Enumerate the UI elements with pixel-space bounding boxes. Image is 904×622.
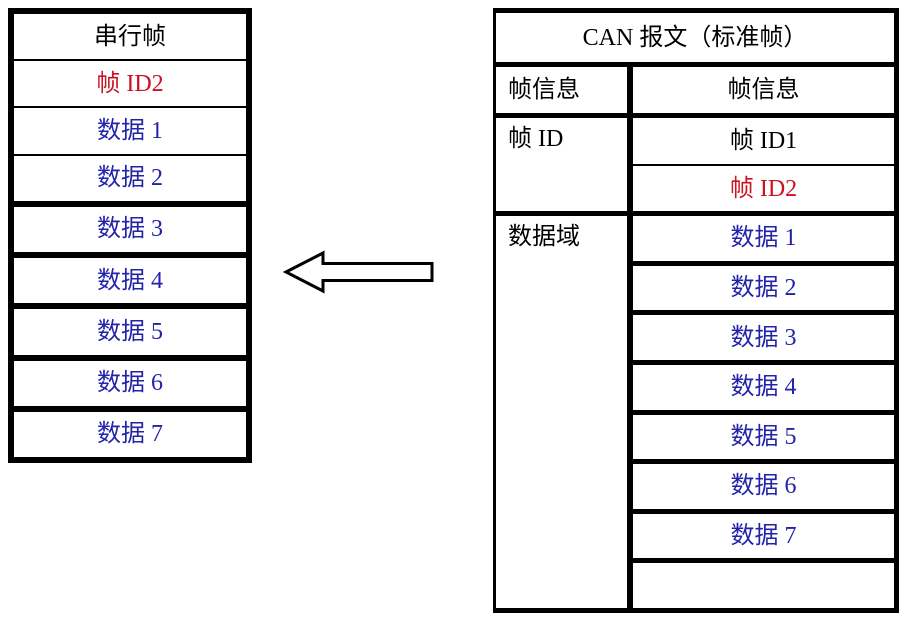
can-data5-value: 数据 5 [730,423,797,450]
can-data5-cell: 数据 5 [633,409,894,460]
left-arrow-icon [282,250,435,294]
can-table-title-row: CAN 报文（标准帧） [496,13,894,67]
can-data1-cell: 数据 1 [633,216,894,261]
can-data2-value: 数据 2 [730,274,797,301]
data-field-label: 数据域 [508,224,580,250]
frame-id-section: 帧 ID 帧 ID1 帧 ID2 [496,118,894,216]
frame-info-label: 帧信息 [508,77,580,103]
table-row: 数据 3 [14,200,246,252]
serial-data5-cell: 数据 5 [97,318,163,345]
table-row: 数据 4 [14,252,246,303]
frame-id2-cell: 帧 ID2 [633,164,894,211]
frame-info-value-cell: 帧信息 [633,67,894,113]
can-data4-cell: 数据 4 [633,359,894,410]
serial-frame-table: 串行帧 帧 ID2 数据 1 数据 2 数据 3 数据 4 数据 5 数据 6 … [8,8,252,463]
can-empty-cell [633,558,894,608]
frame-id-label: 帧 ID [508,126,564,152]
table-row: 数据 6 [14,354,246,406]
can-data1-value: 数据 1 [730,225,797,252]
can-data3-value: 数据 3 [730,324,797,351]
can-data7-cell: 数据 7 [633,508,894,559]
serial-frame-id2-cell: 帧 ID2 [96,70,164,97]
frame-info-row: 帧信息 帧信息 [496,67,894,118]
frame-id1-value: 帧 ID1 [729,128,798,154]
serial-data7-cell: 数据 7 [97,421,163,448]
can-data3-cell: 数据 3 [633,310,894,360]
table-row: 帧 ID2 [14,59,246,106]
serial-data1-cell: 数据 1 [97,118,163,145]
can-data2-cell: 数据 2 [633,260,894,311]
serial-data6-cell: 数据 6 [97,370,163,397]
serial-data3-cell: 数据 3 [97,216,163,243]
data-field-label-cell: 数据域 [496,216,633,608]
serial-data2-cell: 数据 2 [97,165,163,192]
serial-frame-title: 串行帧 [94,23,166,50]
can-message-table: CAN 报文（标准帧） 帧信息 帧信息 帧 ID 帧 ID1 帧 ID2 数据域 [493,8,899,613]
frame-info-label-cell: 帧信息 [496,67,633,113]
table-row: 数据 7 [14,405,246,457]
frame-info-value: 帧信息 [727,77,800,103]
table-row: 数据 2 [14,153,246,201]
serial-frame-title-row: 串行帧 [14,14,246,59]
frame-id2-value: 帧 ID2 [729,175,798,202]
can-data6-cell: 数据 6 [633,459,894,509]
can-table-title: CAN 报文（标准帧） [582,24,808,51]
can-data7-value: 数据 7 [730,523,797,550]
table-row: 数据 1 [14,106,246,153]
serial-data4-cell: 数据 4 [97,267,163,294]
data-field-section: 数据域 数据 1 数据 2 数据 3 数据 4 数据 5 数据 6 数据 7 [496,216,894,608]
frame-id1-cell: 帧 ID1 [633,118,894,164]
can-data4-value: 数据 4 [730,374,797,401]
table-row: 数据 5 [14,303,246,354]
frame-id-label-cell: 帧 ID [496,118,633,211]
can-data6-value: 数据 6 [730,473,797,500]
